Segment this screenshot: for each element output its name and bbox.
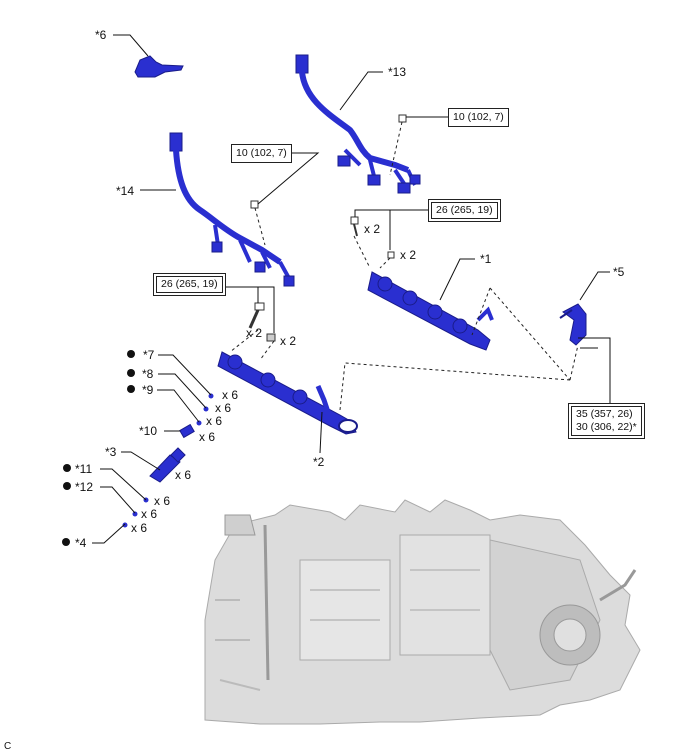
engine-assembly-illustration (204, 499, 641, 725)
qty-part-7: x 6 (222, 388, 239, 402)
qty-part-4: x 6 (131, 521, 148, 535)
torque-value-primary: 35 (357, 26) (576, 408, 633, 420)
label-part-6: *6 (95, 28, 107, 42)
label-part-9: *9 (142, 383, 154, 397)
non-reusable-marker-7 (127, 350, 135, 358)
qty-nut-upper: x 2 (400, 248, 417, 262)
torque-spec-rail-2: 26 (265, 19) (153, 273, 226, 296)
non-reusable-marker-12 (63, 482, 71, 490)
label-part-3: *3 (105, 445, 117, 459)
part-1-fuel-delivery-pipe (367, 271, 494, 351)
torque-value: 26 (265, 19) (161, 278, 218, 290)
label-part-11: *11 (75, 462, 93, 476)
torque-spec-rail-1: 26 (265, 19) (428, 199, 501, 222)
part-6-bracket (134, 55, 184, 78)
non-reusable-marker-9 (127, 385, 135, 393)
part-14-wire-harness (169, 132, 295, 287)
part-3-fuel-injector (149, 447, 186, 483)
torque-value: 26 (265, 19) (436, 204, 493, 216)
torque-spec-fuel-tube: 35 (357, 26) 30 (306, 22)* (568, 403, 645, 439)
label-part-8: *8 (142, 367, 154, 381)
part-5-fuel-tube (559, 303, 587, 346)
non-reusable-marker-4 (62, 538, 70, 546)
label-part-12: *12 (75, 480, 94, 494)
qty-bolt-lower: x 2 (246, 326, 263, 340)
qty-part-9: x 6 (206, 414, 223, 428)
qty-part-11: x 6 (154, 494, 171, 508)
torque-value: 10 (102, 7) (453, 111, 504, 123)
label-part-5: *5 (613, 265, 625, 279)
leader-lines (92, 34, 611, 544)
qty-part-3: x 6 (175, 468, 192, 482)
qty-part-10: x 6 (199, 430, 216, 444)
torque-value: 10 (102, 7) (236, 147, 287, 159)
non-reusable-marker-11 (63, 464, 71, 472)
qty-bolt-upper: x 2 (364, 222, 381, 236)
label-part-1: *1 (480, 252, 492, 266)
label-part-14: *14 (116, 184, 135, 198)
non-reusable-marker-8 (127, 369, 135, 377)
label-part-7: *7 (143, 348, 155, 362)
label-part-13: *13 (388, 65, 407, 79)
label-part-4: *4 (75, 536, 87, 550)
qty-part-12: x 6 (141, 507, 158, 521)
torque-spec-harness-14: 10 (102, 7) (231, 144, 292, 163)
torque-value-secondary: 30 (306, 22)* (576, 421, 637, 433)
part-2-fuel-delivery-pipe (217, 351, 358, 435)
qty-part-8: x 6 (215, 401, 232, 415)
illustration-corner-mark: C (4, 741, 12, 752)
fasteners (248, 114, 407, 342)
qty-nut-lower: x 2 (280, 334, 297, 348)
label-part-10: *10 (139, 424, 158, 438)
part-13-wire-harness (295, 54, 421, 194)
label-part-2: *2 (313, 455, 325, 469)
torque-spec-harness-13: 10 (102, 7) (448, 108, 509, 127)
assembly-guide-lines (229, 121, 579, 411)
